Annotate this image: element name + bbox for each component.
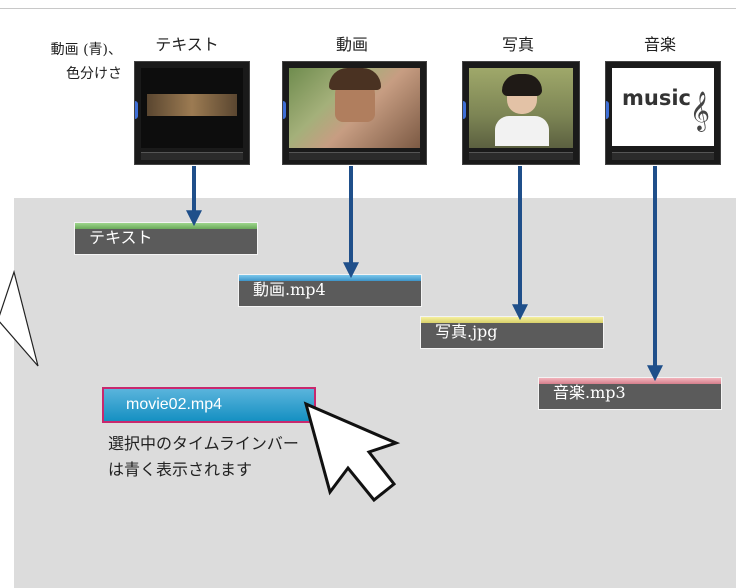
timeline-bar-label: 写真.jpg — [435, 322, 498, 341]
thumbnail-video — [282, 61, 427, 165]
timeline-bar-music[interactable]: 音楽.mp3 — [538, 377, 722, 410]
bar-stripe — [239, 275, 421, 281]
media-notch — [606, 100, 609, 119]
category-label-photo: 写真 — [501, 35, 534, 54]
caption-line-1: 選択中のタイムラインバー — [108, 434, 299, 453]
bar-stripe — [75, 223, 257, 229]
selected-bar-caption: 選択中のタイムラインバー は青く表示されます — [108, 431, 299, 483]
player-controls — [469, 152, 573, 160]
photo-hair — [502, 74, 542, 96]
media-notch — [463, 100, 466, 119]
player-controls — [141, 152, 243, 160]
treble-clef-icon: 𝄞 — [689, 91, 710, 131]
category-label-text: テキスト — [155, 35, 219, 54]
media-notch — [283, 100, 286, 119]
timeline-bar-label: 動画.mp4 — [253, 280, 326, 299]
player-controls — [289, 152, 420, 160]
bar-stripe — [539, 378, 721, 384]
intro-line-1: 動画 (青)、 — [50, 42, 122, 58]
timeline-bar-label: 音楽.mp3 — [553, 383, 626, 402]
category-label-video: 動画 — [302, 31, 402, 55]
timeline-bar-text[interactable]: テキスト — [74, 222, 258, 255]
callout-triangle — [0, 269, 39, 367]
media-notch — [135, 100, 138, 119]
player-controls — [612, 152, 714, 160]
timeline-bar-video[interactable]: 動画.mp4 — [238, 274, 422, 307]
top-divider — [0, 8, 736, 9]
pointer-cursor-icon — [303, 401, 401, 503]
thumbnail-text — [134, 61, 250, 165]
music-thumb-text: music — [622, 86, 691, 110]
timeline-bar-label: テキスト — [89, 228, 153, 247]
text-title-card — [147, 94, 237, 116]
intro-text: 動画 (青)、 色分けさ — [0, 38, 122, 86]
thumbnail-photo — [462, 61, 580, 165]
thumbnail-music: music 𝄞 — [605, 61, 721, 165]
selected-bar-label: movie02.mp4 — [126, 396, 223, 413]
video-frame-hair — [329, 68, 381, 90]
category-label-music: 音楽 — [643, 35, 676, 54]
photo-shirt — [495, 116, 549, 146]
timeline-bar-selected[interactable]: movie02.mp4 — [102, 387, 316, 423]
caption-line-2: は青く表示されます — [108, 460, 253, 479]
intro-line-2: 色分けさ — [66, 66, 122, 82]
